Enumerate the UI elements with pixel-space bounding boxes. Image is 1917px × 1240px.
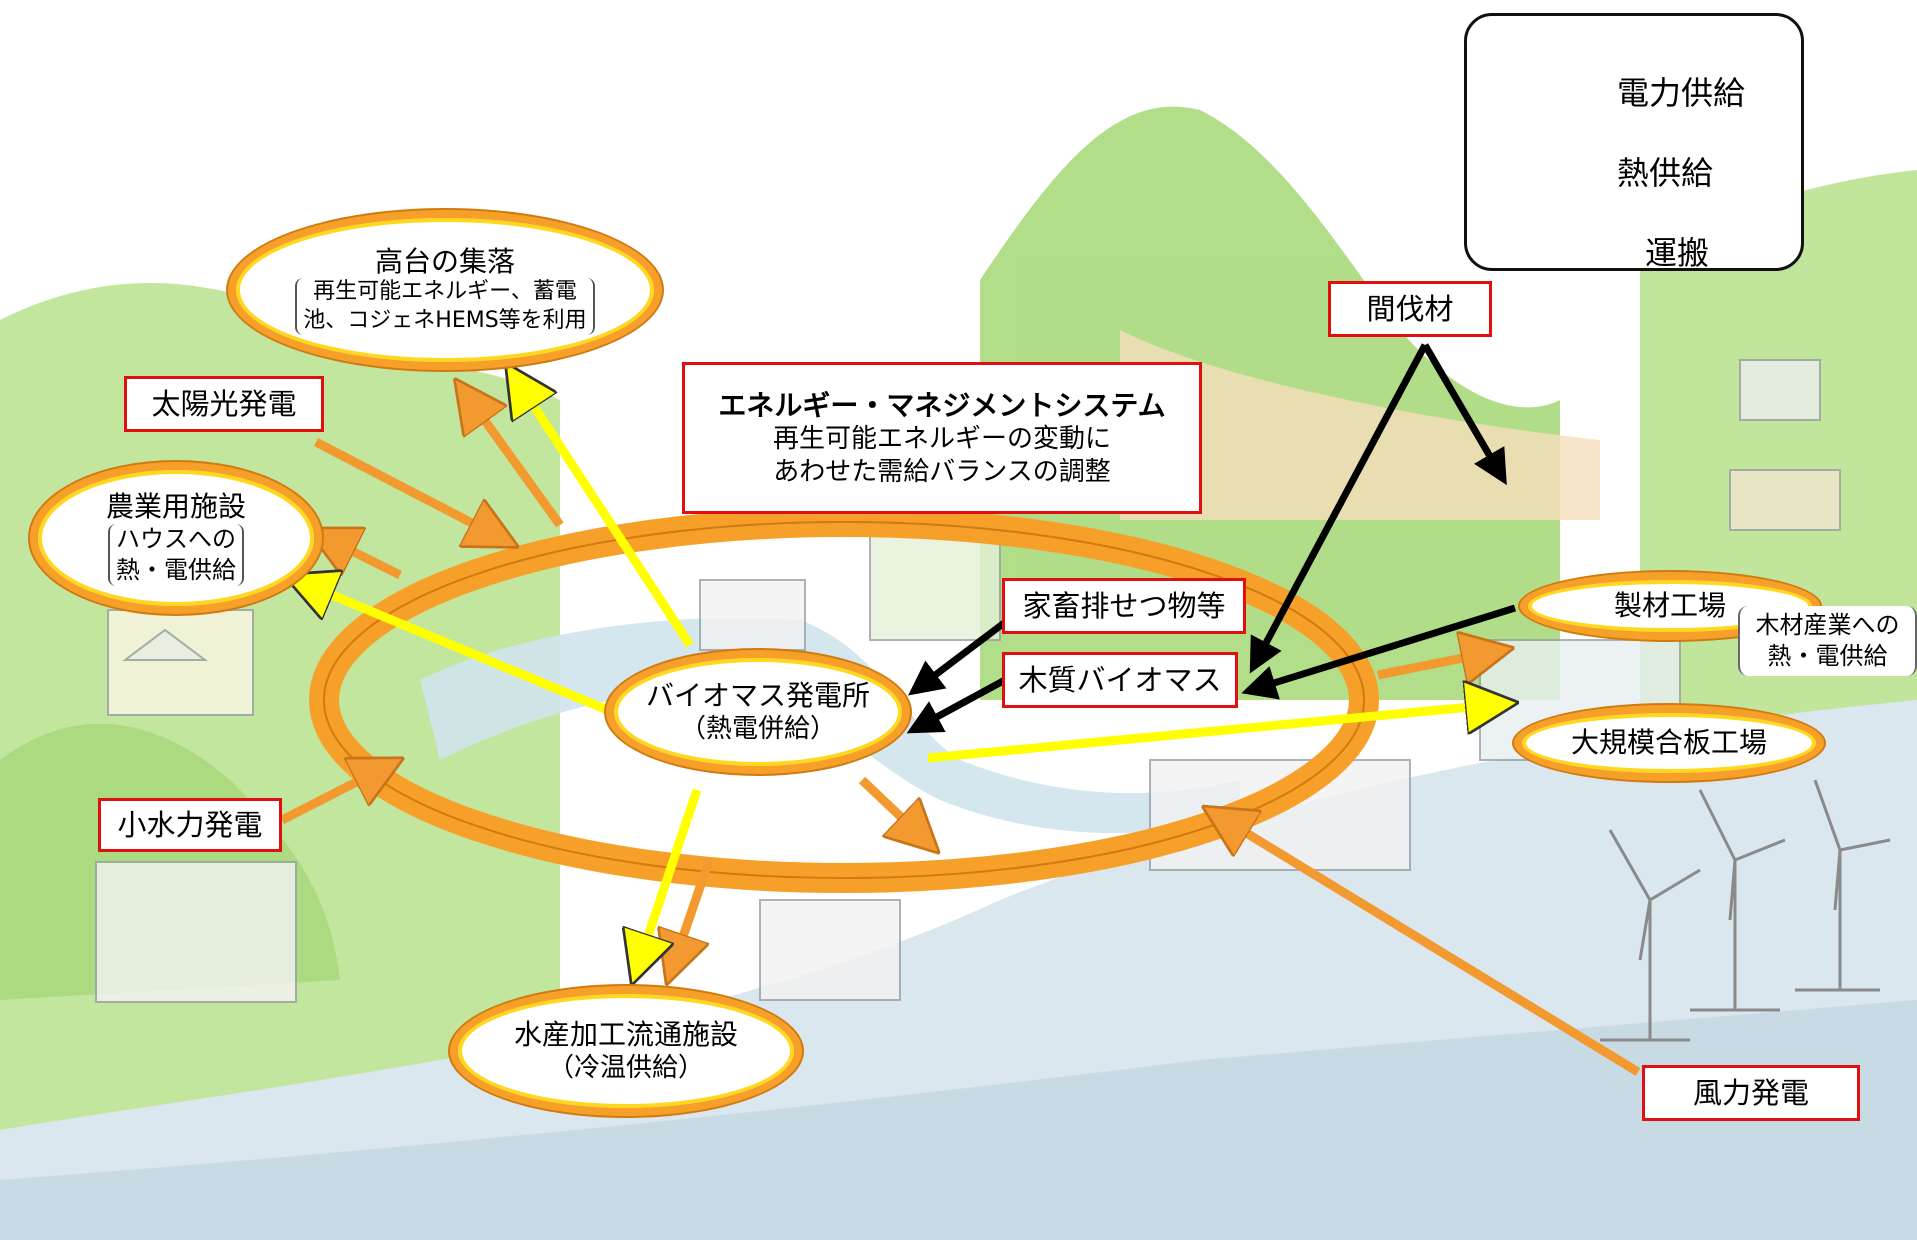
sawmill-title: 製材工場 bbox=[1613, 589, 1726, 623]
transport-arrows bbox=[906, 343, 1517, 734]
arrow-thinning-to-yard bbox=[1421, 343, 1507, 486]
ems-line-1: 再生可能エネルギーの変動に bbox=[772, 424, 1111, 454]
timber-industry-label: 木材産業への 熱・電供給 bbox=[1738, 606, 1917, 677]
highland-settlement-node: 高台の集落 再生可能エネルギー、蓄電 池、コジェネHEMS等を利用 bbox=[228, 210, 662, 370]
highland-desc-line-2: 池、コジェネHEMS等を利用 bbox=[303, 307, 587, 333]
thinning-wood-box: 間伐材 bbox=[1328, 281, 1492, 337]
plywood-node: 大規模合板工場 bbox=[1514, 705, 1824, 781]
legend-item-transport: 運搬 bbox=[1467, 220, 1801, 280]
legend: 電力供給 熱供給 運搬 bbox=[1464, 13, 1804, 272]
agri-title: 農業用施設 bbox=[105, 490, 246, 524]
arrow-ring-to-sawmill bbox=[1377, 653, 1488, 675]
arrow-wind-to-ring bbox=[1225, 820, 1641, 1076]
heat-arrows bbox=[308, 385, 1492, 960]
legend-label-transport: 運搬 bbox=[1645, 234, 1710, 272]
arrow-plant-to-highland bbox=[520, 385, 694, 648]
legend-item-power: 電力供給 bbox=[1467, 60, 1801, 120]
fishery-title: 水産加工流通施設 bbox=[513, 1017, 738, 1051]
timber-industry-line-2: 熱・電供給 bbox=[1767, 642, 1888, 671]
solar-power-box: 太陽光発電 bbox=[124, 376, 324, 432]
ems-title: エネルギー・マネジメントシステム bbox=[718, 389, 1166, 422]
ems-box: エネルギー・マネジメントシステム 再生可能エネルギーの変動に あわせた需給バラン… bbox=[682, 362, 1202, 514]
wind-power-box: 風力発電 bbox=[1642, 1065, 1860, 1121]
arrow-thinning-to-woody bbox=[1249, 343, 1429, 674]
ems-line-2: あわせた需給バランスの調整 bbox=[773, 456, 1111, 487]
arrow-solar-to-ring bbox=[313, 438, 495, 535]
legend-label-heat: 熱供給 bbox=[1617, 154, 1714, 192]
highland-title: 高台の集落 bbox=[374, 244, 515, 278]
facility-sketches bbox=[95, 359, 1841, 1003]
biomass-plant-sub: （熱電併給） bbox=[679, 713, 836, 744]
arrow-plant-to-agri bbox=[308, 585, 614, 717]
biomass-plant-node: バイオマス発電所 （熱電併給） bbox=[606, 650, 910, 774]
arrow-ring-to-highland bbox=[470, 400, 564, 528]
legend-label-power: 電力供給 bbox=[1617, 74, 1746, 112]
agri-desc-line-2: 熱・電供給 bbox=[116, 555, 236, 584]
arrow-plant-to-fishery bbox=[640, 788, 702, 960]
energy-ring bbox=[309, 507, 1379, 893]
agri-desc-line-1: ハウスへの bbox=[116, 524, 236, 553]
fishery-node: 水産加工流通施設 （冷温供給） bbox=[450, 986, 802, 1116]
arrow-sawmill-to-woody bbox=[1241, 604, 1517, 700]
arrow-hydro-to-ring bbox=[279, 770, 380, 825]
plywood-title: 大規模合板工場 bbox=[1570, 726, 1767, 760]
biomass-plant-title: バイオマス発電所 bbox=[645, 678, 870, 712]
agri-facility-node: 農業用施設 ハウスへの 熱・電供給 bbox=[30, 462, 322, 614]
arrow-woody-to-plant bbox=[906, 676, 1007, 734]
sea-and-river bbox=[0, 618, 1917, 1240]
livestock-waste-box: 家畜排せつ物等 bbox=[1002, 578, 1246, 634]
hydro-power-box: 小水力発電 bbox=[98, 798, 282, 852]
arrow-livestock-to-plant bbox=[908, 617, 1011, 696]
agri-desc: ハウスへの 熱・電供給 bbox=[108, 523, 244, 586]
fishery-sub: （冷温供給） bbox=[547, 1052, 704, 1083]
arrow-ring-to-fishery bbox=[675, 856, 715, 960]
arrow-plant-to-river bbox=[858, 776, 920, 835]
legend-item-heat: 熱供給 bbox=[1467, 140, 1801, 200]
wind-turbines bbox=[1600, 779, 1891, 1042]
arrow-ring-to-agri bbox=[330, 540, 403, 580]
power-arrows bbox=[279, 400, 1641, 1076]
highland-desc: 再生可能エネルギー、蓄電 池、コジェネHEMS等を利用 bbox=[295, 278, 595, 336]
timber-industry-line-1: 木材産業への bbox=[1755, 611, 1900, 639]
woody-biomass-box: 木質バイオマス bbox=[1002, 652, 1238, 708]
highland-desc-line-1: 再生可能エネルギー、蓄電 bbox=[313, 279, 577, 305]
arrow-plant-to-plywood bbox=[927, 705, 1492, 763]
